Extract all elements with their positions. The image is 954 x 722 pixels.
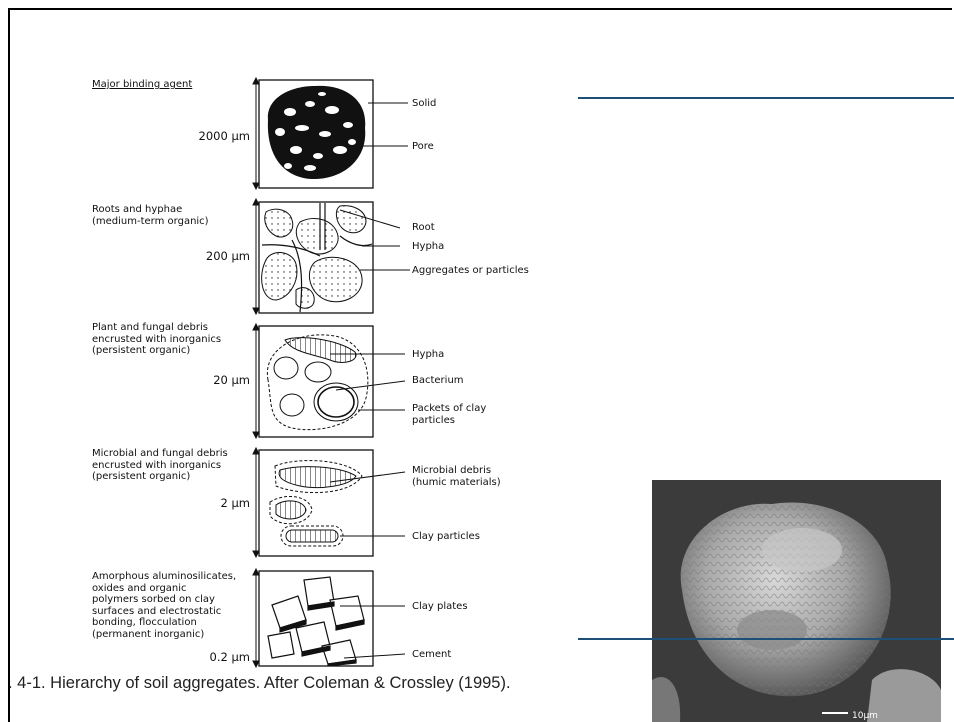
aggregate-200 xyxy=(262,206,366,309)
agent-label-3: Plant and fungal debris encrusted with i… xyxy=(92,322,221,357)
callout-root: Root xyxy=(412,222,435,234)
sem-photo: 10μm xyxy=(652,480,941,722)
callout-hypha-2: Hypha xyxy=(412,349,444,361)
agent-label-4: Microbial and fungal debris encrusted wi… xyxy=(92,448,228,483)
callout-microbial-debris: Microbial debris (humic materials) xyxy=(412,465,501,488)
aggregate-20 xyxy=(267,335,367,430)
agent-label-2: Roots and hyphae (medium-term organic) xyxy=(92,204,209,227)
aggregate-2 xyxy=(270,461,362,546)
aggregate-02 xyxy=(268,577,364,666)
callout-cement: Cement xyxy=(412,649,451,661)
aggregate-2000 xyxy=(268,86,365,179)
scale-label-2: 2 μm xyxy=(170,496,250,510)
figure-caption: . 4-1. Hierarchy of soil aggregates. Aft… xyxy=(8,674,511,693)
diagram-header: Major binding agent xyxy=(92,79,192,91)
callout-solid: Solid xyxy=(412,98,436,110)
scale-label-2000: 2000 μm xyxy=(170,129,250,143)
scale-label-0-2: 0.2 μm xyxy=(170,650,250,664)
photo-scale-label: 10μm xyxy=(852,711,878,721)
scale-arrows xyxy=(253,78,259,667)
leader-lines xyxy=(330,103,410,658)
agent-label-5: Amorphous aluminosilicates, oxides and o… xyxy=(92,571,236,640)
scale-label-20: 20 μm xyxy=(170,373,250,387)
soil-aggregate-micrograph xyxy=(652,480,941,722)
title-rule-bottom xyxy=(578,638,954,640)
callout-hypha-1: Hypha xyxy=(412,241,444,253)
callout-clay-plates: Clay plates xyxy=(412,601,468,613)
callout-pore: Pore xyxy=(412,141,434,153)
callout-clay-particles: Clay particles xyxy=(412,531,480,543)
scale-label-200: 200 μm xyxy=(170,249,250,263)
callout-clay-packets: Packets of clay particles xyxy=(412,403,486,426)
callout-aggregates: Aggregates or particles xyxy=(412,265,529,277)
callout-bacterium: Bacterium xyxy=(412,375,464,387)
